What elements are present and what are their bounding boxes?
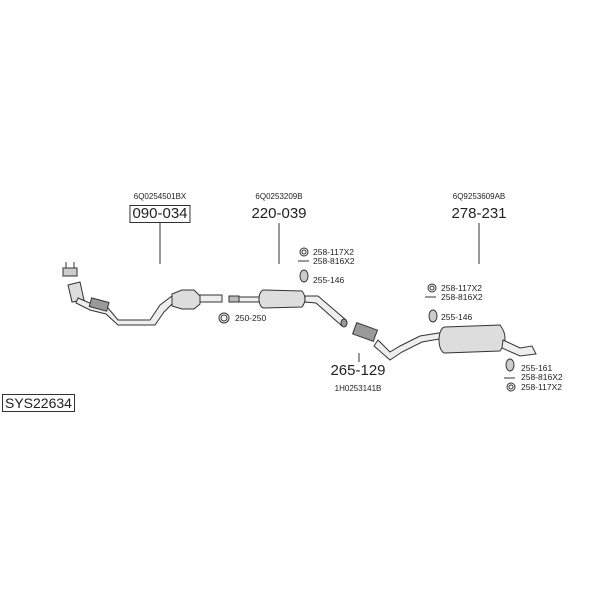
part-number-link[interactable]: 090-034	[129, 205, 191, 223]
rear-silencer	[373, 324, 537, 361]
part-number-link[interactable]: 265-129	[330, 362, 386, 379]
oe-number: 6Q0254501BX	[133, 192, 187, 201]
oe-number: 6Q9253609AB	[452, 192, 506, 201]
accessory-link[interactable]: 255-146	[313, 275, 345, 285]
accessory-link[interactable]: 258-117X2	[441, 283, 482, 293]
accessory-link[interactable]: 258-117X2	[521, 382, 562, 392]
accessory-link[interactable]: 255-161	[521, 363, 553, 373]
accessory-icons	[218, 247, 516, 392]
front-pipe-catalyst	[62, 262, 223, 326]
connector-clamp-265-129	[351, 321, 379, 343]
middle-silencer	[228, 289, 348, 328]
accessory-link[interactable]: 250-250	[235, 313, 267, 323]
part-number-link[interactable]: 220-039	[251, 205, 307, 222]
leader-lines	[159, 223, 480, 362]
part-number-link[interactable]: 278-231	[451, 205, 507, 222]
accessory-link[interactable]: 258-816X2	[441, 292, 483, 302]
oe-number: 6Q0253209B	[255, 192, 303, 201]
accessory-link[interactable]: 258-816X2	[313, 256, 355, 266]
oe-number: 1H0253141B	[334, 384, 382, 393]
system-code: SYS22634	[2, 394, 75, 412]
accessory-link[interactable]: 258-117X2	[313, 247, 354, 257]
accessory-link[interactable]: 255-146	[441, 312, 473, 322]
accessory-link[interactable]: 258-816X2	[521, 372, 563, 382]
